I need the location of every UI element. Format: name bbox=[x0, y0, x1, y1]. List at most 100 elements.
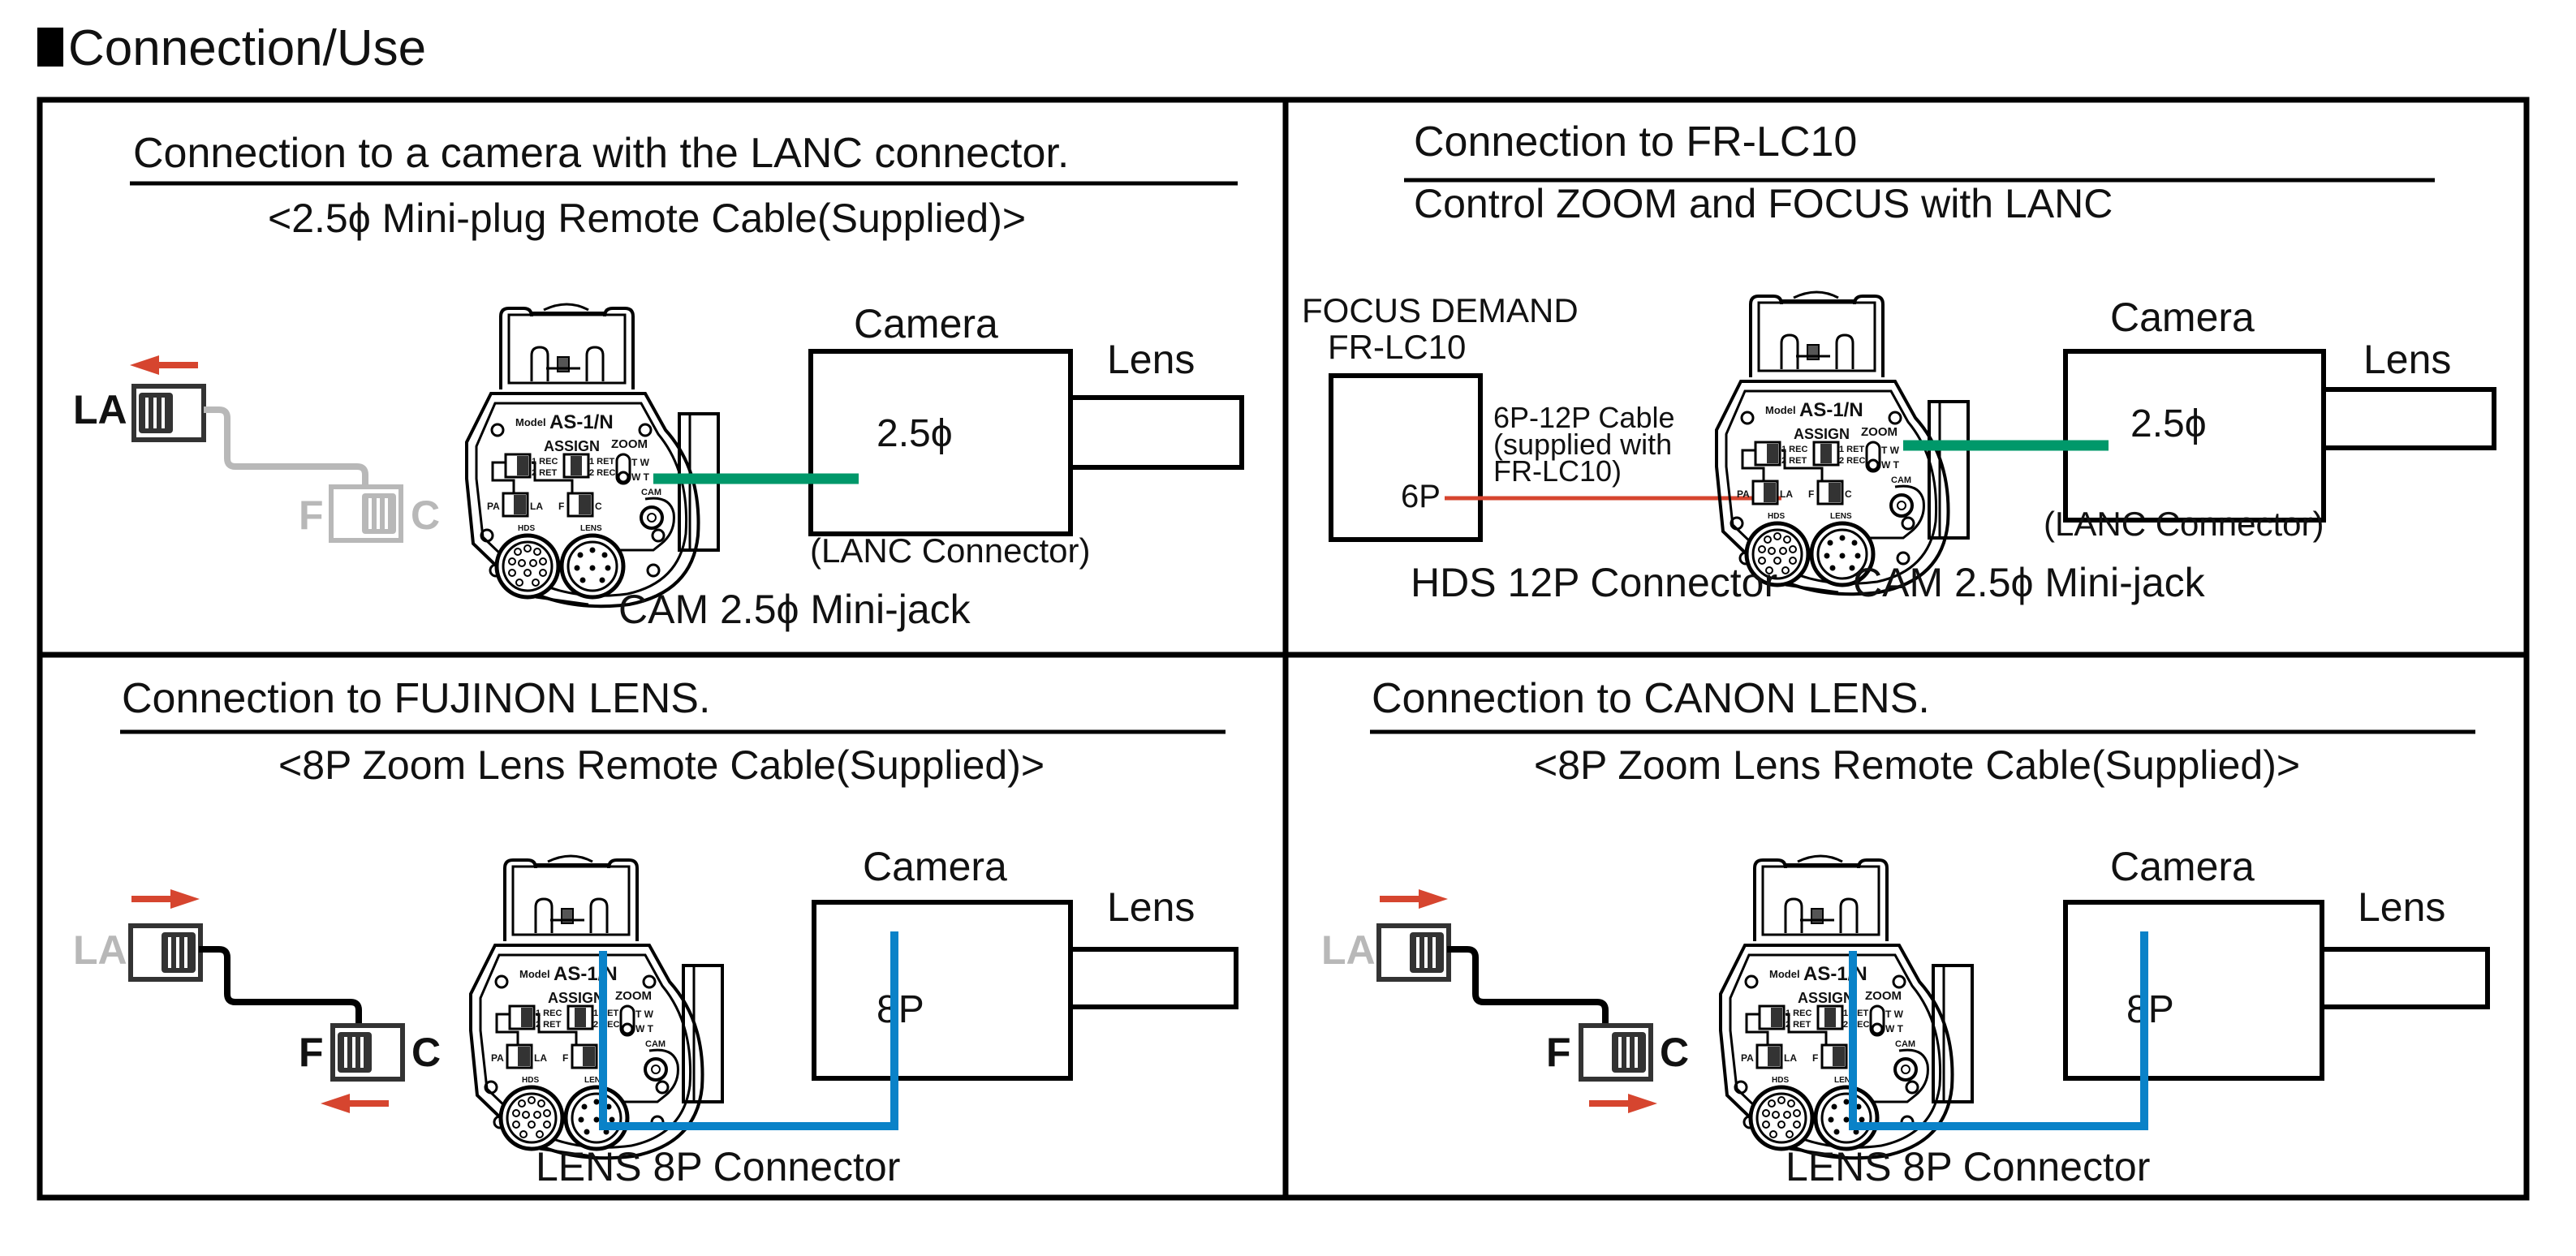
svg-text:CAM: CAM bbox=[641, 488, 661, 497]
camera-box bbox=[2063, 900, 2324, 1081]
la-slider[interactable] bbox=[134, 386, 204, 440]
svg-text:CAM: CAM bbox=[645, 1039, 666, 1049]
svg-text:LA: LA bbox=[1784, 1052, 1797, 1064]
svg-text:ZOOM: ZOOM bbox=[1861, 425, 1898, 439]
lens-label: Lens bbox=[2363, 337, 2451, 382]
lens-box bbox=[2321, 387, 2496, 450]
panel-fujinon: Connection to FUJINON LENS. <8P Zoom Len… bbox=[73, 675, 1238, 1189]
la-arrow-right-icon bbox=[131, 889, 200, 909]
fc-arrow-left-icon bbox=[321, 1094, 389, 1113]
svg-text:F: F bbox=[562, 1052, 568, 1064]
svg-text:2 RET: 2 RET bbox=[536, 1020, 561, 1030]
svg-text:T W: T W bbox=[635, 1009, 654, 1020]
svg-text:HDS: HDS bbox=[522, 1076, 539, 1085]
la-arrow-left-icon bbox=[130, 355, 198, 375]
fc-slider[interactable] bbox=[331, 487, 401, 540]
svg-text:HDS: HDS bbox=[518, 524, 535, 533]
page-title: Connection/Use bbox=[68, 20, 426, 76]
svg-text:1 REC: 1 REC bbox=[1781, 445, 1807, 454]
svg-text:LA: LA bbox=[534, 1052, 547, 1064]
la-label: LA bbox=[1321, 927, 1376, 973]
focus-demand-label: FOCUS DEMAND bbox=[1302, 291, 1579, 329]
svg-text:F: F bbox=[558, 501, 564, 512]
page-heading: Connection/Use bbox=[37, 20, 426, 76]
lens-label: Lens bbox=[1107, 337, 1195, 382]
svg-text:CAM: CAM bbox=[1891, 475, 1911, 485]
svg-text:Model: Model bbox=[1765, 404, 1796, 416]
camera-label: Camera bbox=[2110, 295, 2255, 340]
camera-port-label: 8P bbox=[2126, 988, 2174, 1031]
remote-controller: LA F C bbox=[73, 355, 440, 540]
panel-title: Connection to CANON LENS. bbox=[1372, 675, 1930, 722]
panel-title: Connection to FUJINON LENS. bbox=[122, 675, 710, 722]
svg-text:W T: W T bbox=[631, 471, 650, 483]
connector-caption: LENS 8P Connector bbox=[536, 1144, 900, 1189]
camera-port-label: 2.5ϕ bbox=[877, 412, 953, 455]
svg-text:W T: W T bbox=[635, 1023, 654, 1034]
svg-text:ASSIGN: ASSIGN bbox=[1794, 426, 1850, 442]
svg-text:Model: Model bbox=[519, 968, 550, 980]
lanc-connector-note: (LANC Connector) bbox=[2044, 505, 2324, 543]
svg-text:Model: Model bbox=[515, 416, 546, 428]
f-label: F bbox=[299, 1030, 324, 1075]
focus-demand-box bbox=[1329, 373, 1483, 542]
svg-text:2 REC: 2 REC bbox=[1839, 456, 1865, 466]
cable-note-2: (supplied with bbox=[1493, 428, 1672, 461]
svg-text:ASSIGN: ASSIGN bbox=[548, 990, 604, 1006]
svg-text:ZOOM: ZOOM bbox=[1865, 989, 1902, 1003]
as1n-device: Model AS-1/N ASSIGN 1 REC 2 RET 1 RET 2 … bbox=[467, 304, 718, 606]
c-label: C bbox=[1660, 1030, 1689, 1075]
fc-slider[interactable] bbox=[1581, 1026, 1651, 1079]
svg-text:PA: PA bbox=[1741, 1052, 1754, 1064]
panel-title: Connection to a camera with the LANC con… bbox=[133, 130, 1069, 177]
camera-box bbox=[808, 349, 1073, 536]
remote-cable bbox=[1447, 946, 1609, 1025]
la-slider[interactable] bbox=[1379, 926, 1449, 979]
svg-text:2 RET: 2 RET bbox=[1786, 1020, 1811, 1030]
svg-text:HDS: HDS bbox=[1768, 512, 1785, 521]
svg-text:AS-1/N: AS-1/N bbox=[1799, 399, 1863, 421]
svg-text:ASSIGN: ASSIGN bbox=[1798, 990, 1854, 1006]
f-label: F bbox=[299, 493, 324, 538]
svg-text:F: F bbox=[1808, 488, 1814, 500]
svg-text:CAM: CAM bbox=[1895, 1039, 1915, 1049]
panel-subtitle: <2.5ϕ Mini-plug Remote Cable(Supplied)> bbox=[268, 196, 1026, 241]
svg-text:1 REC: 1 REC bbox=[536, 1009, 562, 1018]
camera-label: Camera bbox=[2110, 844, 2255, 889]
fc-arrow-right-icon bbox=[1589, 1094, 1657, 1113]
svg-text:T W: T W bbox=[1885, 1009, 1904, 1020]
svg-text:ZOOM: ZOOM bbox=[611, 437, 648, 451]
hds-connector-caption: HDS 12P Connector bbox=[1411, 560, 1777, 605]
svg-text:Model: Model bbox=[1769, 968, 1800, 980]
svg-text:2 REC: 2 REC bbox=[589, 468, 615, 478]
svg-text:LENS: LENS bbox=[1834, 1076, 1856, 1085]
svg-text:LA: LA bbox=[1780, 488, 1793, 500]
svg-text:1 REC: 1 REC bbox=[1786, 1009, 1811, 1018]
panel-subtitle: Control ZOOM and FOCUS with LANC bbox=[1414, 181, 2113, 226]
svg-text:PA: PA bbox=[1737, 488, 1750, 500]
fc-slider[interactable] bbox=[333, 1026, 403, 1079]
svg-text:F: F bbox=[1812, 1052, 1818, 1064]
svg-text:LA: LA bbox=[530, 501, 543, 512]
la-arrow-right-icon bbox=[1380, 889, 1448, 909]
as1n-device: Model AS-1/N ASSIGN 1 REC 2 RET 1 RET 2 … bbox=[1717, 292, 1968, 594]
svg-text:1 REC: 1 REC bbox=[532, 457, 558, 467]
svg-text:LENS: LENS bbox=[580, 524, 602, 533]
remote-controller: LA F C bbox=[1321, 889, 1689, 1113]
la-slider[interactable] bbox=[131, 926, 200, 979]
lanc-connector-note: (LANC Connector) bbox=[810, 531, 1090, 570]
camera-label: Camera bbox=[863, 844, 1007, 889]
c-label: C bbox=[411, 493, 440, 538]
remote-cable bbox=[204, 406, 368, 487]
camera-port-label: 8P bbox=[877, 988, 924, 1031]
heading-square-icon bbox=[37, 28, 63, 67]
svg-text:T W: T W bbox=[631, 457, 650, 468]
svg-text:W T: W T bbox=[1881, 459, 1900, 471]
focus-demand-model: FR-LC10 bbox=[1328, 328, 1466, 366]
cable-note-3: FR-LC10) bbox=[1493, 454, 1622, 488]
svg-text:W T: W T bbox=[1885, 1023, 1904, 1034]
lens-label: Lens bbox=[1107, 884, 1195, 930]
svg-text:T W: T W bbox=[1881, 445, 1900, 456]
panel-canon: Connection to CANON LENS. <8P Zoom Lens … bbox=[1321, 675, 2490, 1189]
